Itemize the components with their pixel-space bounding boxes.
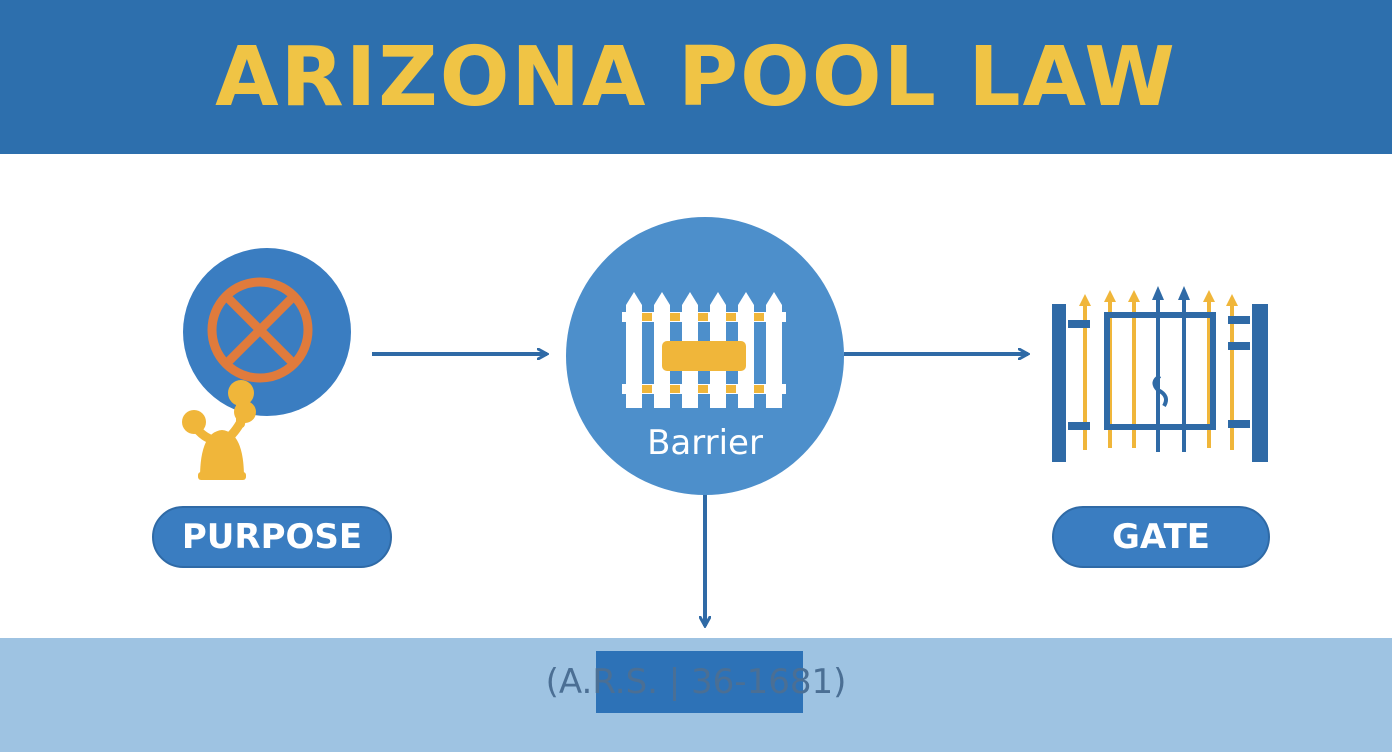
reference-highlight xyxy=(596,651,803,713)
statute-reference: (A.R.S. | 36-1681) xyxy=(545,662,847,702)
barrier-node xyxy=(566,217,844,495)
page-title: ARIZONA POOL LAW xyxy=(215,29,1177,125)
gate-icon xyxy=(1052,286,1268,462)
child-icon xyxy=(182,380,256,480)
purpose-node xyxy=(182,248,351,480)
title-banner xyxy=(0,0,1392,154)
gate-pill: GATE xyxy=(1052,506,1270,568)
prohibition-icon xyxy=(207,277,313,383)
fence-icon xyxy=(622,292,786,408)
barrier-label: Barrier xyxy=(647,423,763,463)
purpose-pill: PURPOSE xyxy=(152,506,392,568)
